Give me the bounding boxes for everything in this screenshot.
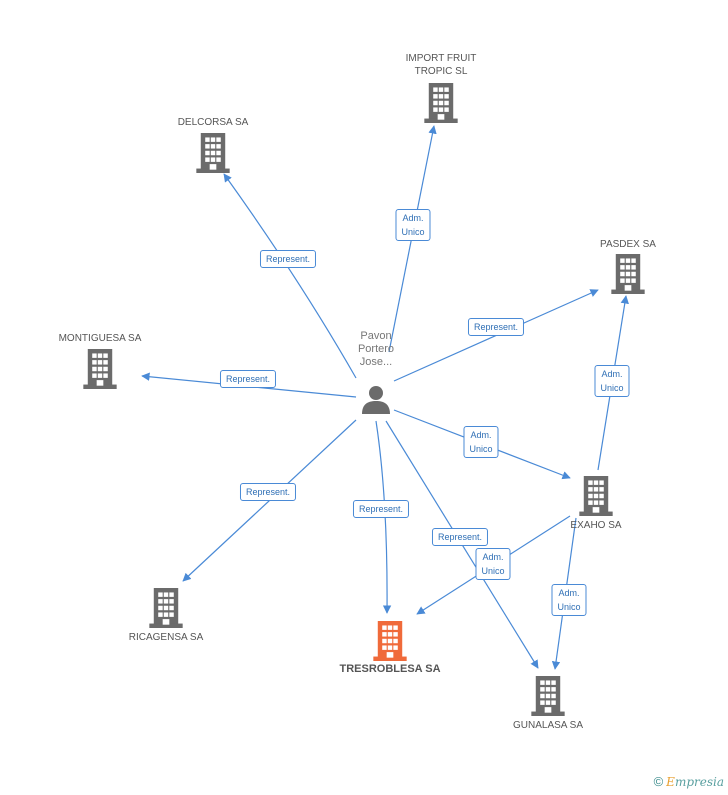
node-exaho[interactable] — [579, 476, 613, 516]
brand-logo-letter: E — [666, 775, 675, 789]
edge-label-e9[interactable]: Adm. Unico — [594, 365, 630, 397]
brand-name: mpresia — [674, 775, 724, 789]
node-label-exaho[interactable]: EXAHO SA — [570, 519, 621, 532]
node-gunalasa[interactable] — [531, 676, 565, 716]
node-label-line: TRESROBLESA SA — [339, 663, 441, 675]
edge-label-line: Represent. — [437, 532, 483, 542]
person-icon[interactable] — [362, 386, 390, 414]
edge-label-line: Unico — [401, 227, 425, 237]
edge-label-e11[interactable]: Adm. Unico — [551, 584, 587, 616]
node-label-pasdex[interactable]: PASDEX SA — [600, 238, 656, 251]
edge-label-e3[interactable]: Represent. — [467, 318, 525, 336]
edge-label-line: Represent. — [245, 487, 291, 497]
copyright-symbol: © — [653, 774, 664, 789]
building-icon[interactable] — [149, 588, 183, 628]
edge-label-e6[interactable]: Represent. — [239, 483, 297, 501]
building-icon[interactable] — [424, 83, 458, 123]
edge-label-line: Unico — [557, 602, 581, 612]
node-delcorsa[interactable] — [196, 133, 230, 173]
edge-label-line: Represent. — [358, 504, 404, 514]
edge-label-line: Adm. — [601, 369, 623, 379]
node-label-line: DELCORSA SA — [177, 117, 249, 128]
node-label-montiguesa[interactable]: MONTIGUESA SA — [59, 332, 142, 345]
node-label-line: GUNALASA SA — [512, 720, 584, 731]
edge-label-e1[interactable]: Adm. Unico — [395, 209, 431, 241]
edge-label-e8[interactable]: Represent. — [431, 528, 489, 546]
building-icon[interactable] — [196, 133, 230, 173]
edge-label-e5[interactable]: Adm. Unico — [463, 426, 499, 458]
node-label-line: RICAGENSA SA — [128, 632, 204, 643]
node-montiguesa[interactable] — [83, 349, 117, 389]
edge-label-line: Adm. — [482, 552, 504, 562]
node-label-line: EXAHO SA — [570, 520, 622, 531]
node-ricagensa[interactable] — [149, 588, 183, 628]
building-icon[interactable] — [579, 476, 613, 516]
edge-label-line: Unico — [481, 566, 505, 576]
edge-label-e7[interactable]: Represent. — [352, 500, 410, 518]
node-label-line: PASDEX SA — [600, 239, 656, 250]
person-label-line: Portero — [357, 343, 395, 355]
node-label-line: MONTIGUESA SA — [58, 333, 142, 344]
building-icon[interactable] — [611, 254, 645, 294]
edge-label-line: Unico — [600, 383, 624, 393]
footer-brand: ©Empresia — [654, 774, 724, 789]
node-label-import_fruit[interactable]: IMPORT FRUIT TROPIC SL — [406, 52, 477, 78]
edge-label-line: Unico — [469, 444, 493, 454]
node-label-line: TROPIC SL — [414, 66, 468, 77]
edge-label-line: Adm. — [470, 430, 492, 440]
node-tresroblesa[interactable] — [373, 621, 407, 661]
edge-label-e2[interactable]: Represent. — [259, 250, 317, 268]
node-label-ricagensa[interactable]: RICAGENSA SA — [129, 631, 203, 644]
edge-label-line: Adm. — [402, 213, 424, 223]
node-label-delcorsa[interactable]: DELCORSA SA — [178, 116, 249, 129]
edge-label-e10[interactable]: Adm. Unico — [475, 548, 511, 580]
edge-label-line: Represent. — [225, 374, 271, 384]
node-label-line: IMPORT FRUIT — [405, 53, 477, 64]
building-icon[interactable] — [83, 349, 117, 389]
edge-person-to-delcorsa — [223, 173, 357, 379]
node-import_fruit[interactable] — [424, 83, 458, 123]
node-pasdex[interactable] — [611, 254, 645, 294]
node-label-gunalasa[interactable]: GUNALASA SA — [513, 719, 583, 732]
building-icon[interactable] — [373, 621, 407, 661]
building-icon[interactable] — [531, 676, 565, 716]
node-label-tresroblesa[interactable]: TRESROBLESA SA — [339, 663, 440, 676]
edge-label-line: Adm. — [558, 588, 580, 598]
person-label-line: Jose... — [359, 356, 393, 368]
edge-label-e4[interactable]: Represent. — [219, 370, 277, 388]
edge-label-line: Represent. — [473, 322, 519, 332]
edge-label-line: Represent. — [265, 254, 311, 264]
person-label-line: Pavon — [360, 330, 392, 342]
